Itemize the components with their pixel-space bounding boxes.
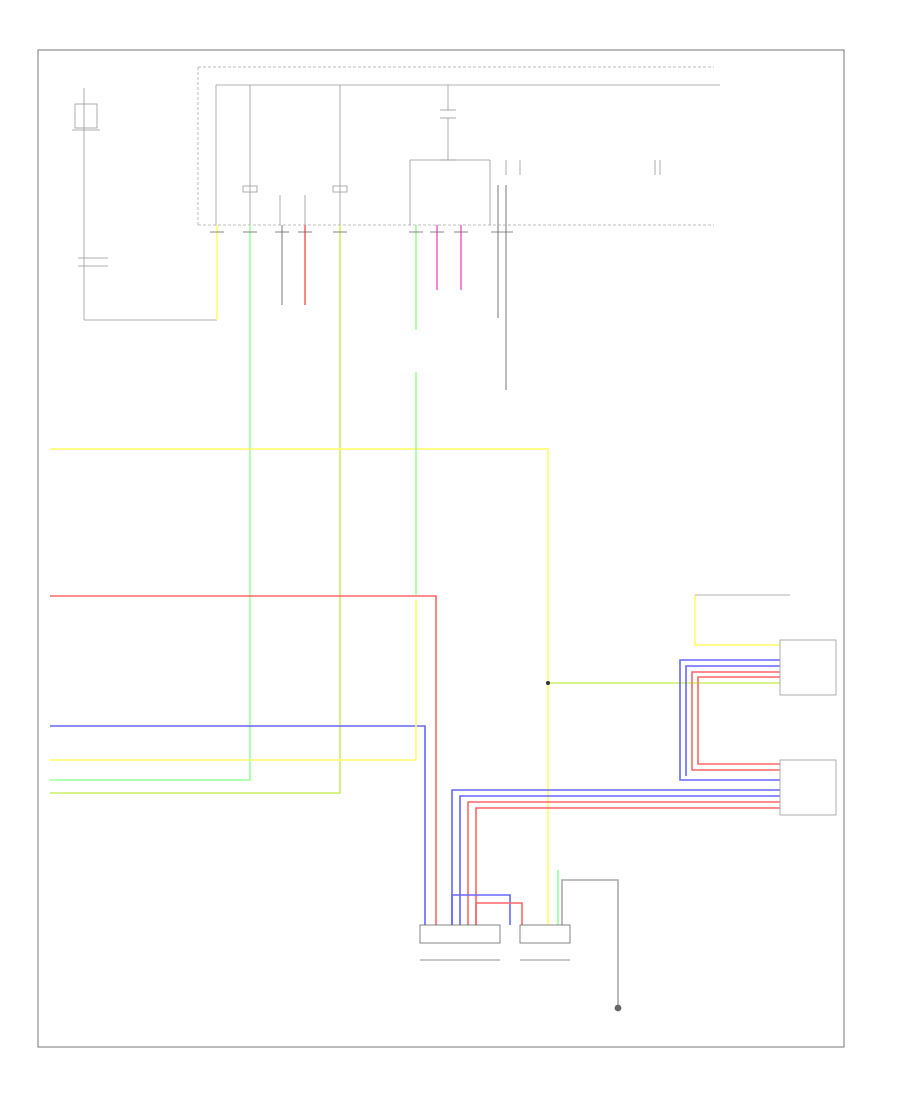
wire-red-right-1 xyxy=(691,671,780,771)
splice-point xyxy=(546,681,550,685)
wire-yellow-low xyxy=(50,600,417,761)
wire-ground-bottom xyxy=(561,879,619,1005)
wire-yellow-green-b xyxy=(50,225,341,794)
combination-meter-internals xyxy=(215,84,720,225)
wire-blue-right-1 xyxy=(679,659,780,781)
wire-yellow-top xyxy=(50,448,549,925)
wire-yellow-right-top xyxy=(694,595,780,646)
wire-blue-bottom-2 xyxy=(459,795,780,925)
wire-red-main xyxy=(50,595,437,925)
wire-red-right-2 xyxy=(697,676,780,765)
page-border xyxy=(37,49,845,1048)
wire-red-bottom-1 xyxy=(467,801,780,925)
wire-blue-right-2 xyxy=(685,665,780,776)
wire-blue-bottom-1 xyxy=(451,789,780,925)
wire-blue-loop xyxy=(451,894,511,925)
fuse-block-top-left xyxy=(72,88,218,321)
bottom-connectors xyxy=(419,924,622,1012)
harness-wires xyxy=(50,185,780,1005)
right-modules xyxy=(695,594,837,816)
combination-meter-outline xyxy=(197,66,714,226)
wire-blue-main xyxy=(50,725,426,925)
wire-green-a xyxy=(50,225,251,781)
wire-red-bottom-2 xyxy=(475,807,780,925)
wire-red-loop xyxy=(475,902,523,925)
